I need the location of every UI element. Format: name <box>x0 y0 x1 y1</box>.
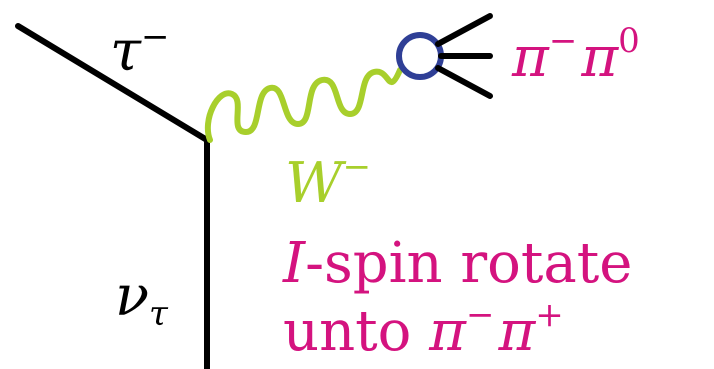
neutrino-label: ντ <box>115 264 169 334</box>
ispin-rotate-label: I-spin rotate <box>282 231 632 296</box>
tau-line <box>15 23 210 143</box>
final-state-label: π−π0 <box>511 21 640 90</box>
tau-label: τ− <box>110 17 169 84</box>
pion-leg-top <box>435 13 493 47</box>
unto-label: unto π−π+ <box>283 295 564 364</box>
w-boson-line <box>204 67 403 143</box>
w-boson-label: W− <box>285 147 371 216</box>
hadronic-blob <box>396 32 444 80</box>
pion-leg-bottom <box>435 65 493 99</box>
